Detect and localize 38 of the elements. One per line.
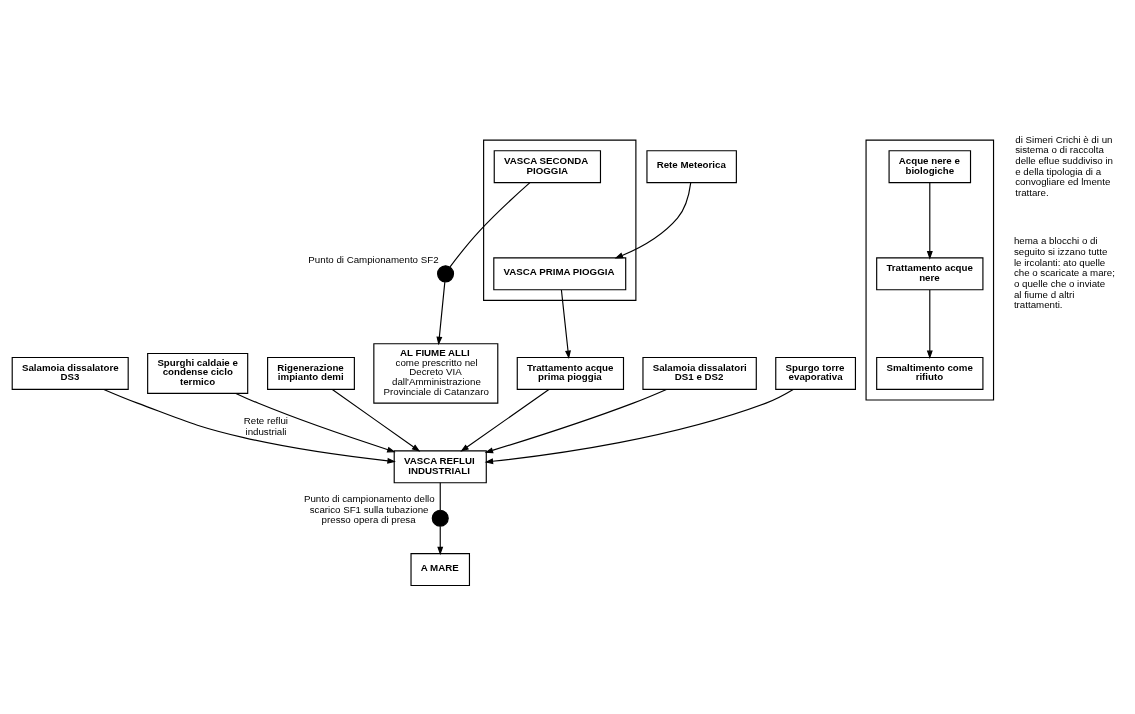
arrow <box>331 388 421 452</box>
label: hema a blocchi o di seguito si izzano tutte le ircolanti: ato quelle che o scaricate a mare; o quelle che o inviate al fiume d altri trattamenti. <box>1013 234 1115 310</box>
node-circle <box>431 509 449 527</box>
node-box: Acque nere e biologiche <box>888 149 972 183</box>
arrow <box>103 388 396 464</box>
node-box: VASCA PRIMA PIOGGIA <box>493 256 627 290</box>
node-box: Rigenerazione impianto demi <box>267 356 355 390</box>
arrow <box>436 281 446 345</box>
node-box: Rete Meteorica <box>646 149 737 183</box>
connector <box>439 481 441 511</box>
node-box: Trattamento acque prima pioggia <box>516 356 625 390</box>
node-circle <box>437 264 455 282</box>
node-label: Punto di Campionamento SF2 <box>308 253 439 265</box>
node-box: A MARE <box>410 552 471 586</box>
node-box: VASCA SECONDA PIOGGIA <box>493 149 602 183</box>
edge-label: Rete reflui industriali <box>243 414 289 437</box>
node-label: Punto di campionamento dello scarico SF1 sulla tubazione presso opera di presa <box>303 492 435 525</box>
arrow <box>460 388 550 452</box>
label: di Simeri Crichi è di un sistema o di raccolta delle eflue suddiviso in e della tipologia di a convogliare ed lmente trattare. <box>1015 133 1114 198</box>
arrow <box>614 181 692 258</box>
node-box: VASCA REFLUI INDUSTRIALI <box>393 449 487 483</box>
node-box: Salamoia dissalatore DS3 <box>11 356 129 390</box>
arrow <box>926 288 933 359</box>
node-box: Spurghi caldaie e condense ciclo termico <box>147 352 249 394</box>
node-box: AL FIUME ALLI come prescritto nel Decreto VIA dall'Amministrazione Provinciale di Catanzaro <box>373 342 499 404</box>
arrow <box>560 288 571 359</box>
arrow <box>235 392 396 452</box>
node-box: Smaltimento come rifiuto <box>876 356 984 390</box>
node-box: Trattamento acque nere <box>876 256 984 290</box>
arrow <box>437 525 444 555</box>
node-box: Spurgo torre evaporativa <box>775 356 856 390</box>
cluster <box>865 139 995 401</box>
cluster <box>483 139 637 301</box>
node-box: Salamoia dissalatori DS1 e DS2 <box>642 356 757 390</box>
arrow <box>484 388 667 453</box>
arrow <box>926 181 933 260</box>
arrow <box>484 388 794 464</box>
connector <box>449 181 531 268</box>
